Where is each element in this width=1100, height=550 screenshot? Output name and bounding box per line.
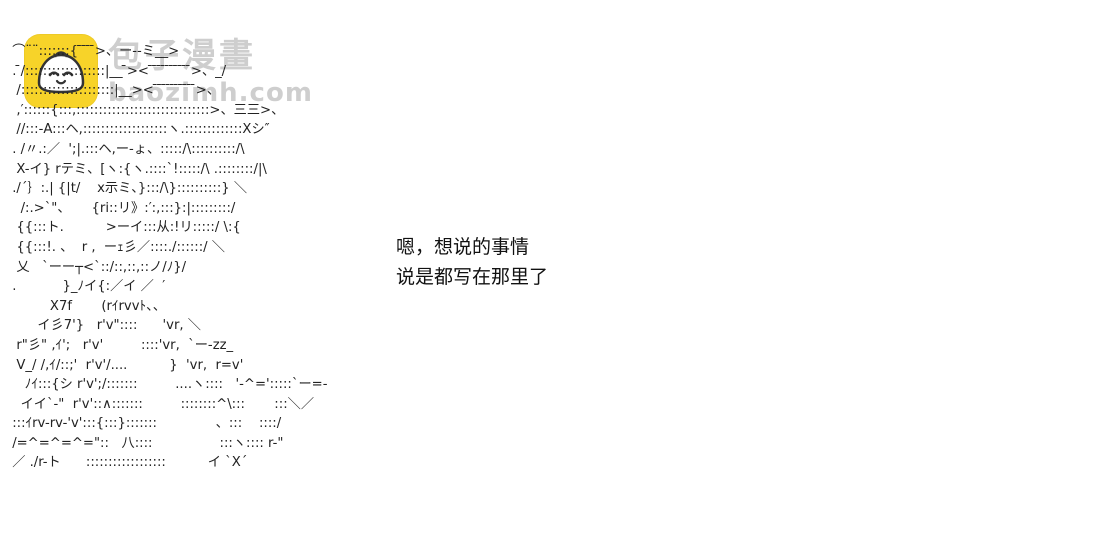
dialogue-line-2: 说是都写在那里了: [396, 266, 549, 288]
dialogue-line-1: 嗯，想说的事情: [396, 236, 530, 258]
ascii-art-figure: ⌒¨¨:::::::{ ̄ ̄ ̄ ̄>、ー‐-ミ__> . ̄/:::::::…: [12, 44, 328, 471]
dialogue-text: 嗯，想说的事情 说是都写在那里了: [396, 232, 548, 292]
